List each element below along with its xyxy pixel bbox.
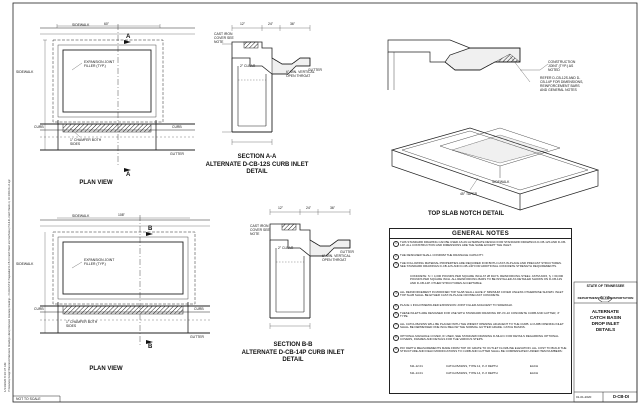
construction-joint-label: CONSTRUCTION JOINT (TYP.) AS NOTED — [548, 60, 576, 72]
dim-108: 108" — [118, 213, 125, 217]
note-3-materials: CONCRETE: f'c = 4,000 POUNDS PER SQUARE … — [410, 274, 564, 285]
section-a-subtitle: ALTERNATE D-CB-12S CURB INLET — [205, 162, 309, 168]
taper-label: 45° TAPER — [460, 192, 478, 196]
curb-label-bottom: CURB — [34, 307, 44, 311]
dim-36-a: 36" — [290, 22, 295, 26]
tdot-logo-icon — [597, 289, 613, 303]
sidewalk-left-label-bottom: SIDEWALK — [16, 262, 34, 266]
dim-24-b: 24" — [306, 206, 311, 210]
drawing-date: 01-01-2020 — [576, 395, 592, 399]
cast-iron-cover-label-b: CAST IRON COVER SEE NOTE — [250, 224, 270, 236]
section-b-subtitle-detail: DETAIL — [282, 357, 304, 363]
drawing-title-line1: ALTERNATE — [591, 309, 620, 314]
pay-item-2-desc: CATCH BASINS, TYPE 14, 0'-4' DEPTH — [446, 371, 498, 375]
section-arrow-a-top — [124, 40, 131, 44]
drawing-title-line3: DROP INLET — [591, 321, 620, 326]
section-a-subtitle-detail: DETAIL — [246, 169, 268, 175]
notch-section-drawing — [387, 39, 549, 90]
sidewalk-label-top: SIDEWALK — [72, 23, 90, 27]
sidewalk-label-notch: SIDEWALK — [492, 180, 510, 184]
section-arrow-a-bottom — [124, 168, 131, 172]
gutter-label-b: GUTTER — [340, 250, 354, 254]
reinforcing-label: REFER D-CB-12S AND D-CB-14P FOR DIMENSIO… — [540, 76, 584, 92]
section-marker-b-top: B — [148, 226, 153, 232]
dim-60: 60" — [104, 22, 109, 26]
sidewalk-left-label-top: SIDEWALK — [16, 70, 34, 74]
side-file-path: P:\Roadway Design\Standards\Standards Dr… — [8, 179, 11, 392]
chamfer-label-bottom: 1" CHAMFER BOTH SIDES — [66, 320, 98, 328]
throat-label-a: 6" MIN. VERTICAL OPEN THROAT — [286, 70, 315, 78]
drawing-title-line4: DETAILS — [595, 327, 616, 332]
notch-isometric-drawing — [390, 127, 600, 211]
section-marker-a-top: A — [126, 34, 131, 40]
plan-view-top-drawing — [40, 24, 195, 165]
pay-item-2-number: 611-14.01 — [410, 371, 423, 375]
pay-item-2-unit: EACH — [530, 371, 539, 375]
curb-right-label-top: CURB — [172, 125, 182, 129]
expansion-joint-label-top: EXPANSION JOINT FILLER (TYP.) — [84, 60, 115, 68]
section-a-title: SECTION A-A — [237, 154, 277, 160]
dim-12-b: 12" — [278, 206, 283, 210]
pay-item-1-unit: EACH — [530, 364, 539, 368]
section-b-drawing — [269, 209, 351, 329]
scale-note: NOT TO SCALE — [16, 397, 41, 401]
section-arrow-b-top — [146, 232, 153, 236]
expansion-joint-label-bottom: EXPANSION JOINT FILLER (TYP.) — [84, 258, 115, 266]
gutter-label-bottom: GUTTER — [190, 335, 204, 339]
section-marker-a-bottom: A — [126, 172, 131, 178]
dim-24-a: 24" — [268, 22, 273, 26]
drawing-title-line2: CATCH BASIN — [589, 315, 622, 320]
general-notes-title: GENERAL NOTES — [451, 230, 510, 237]
cast-iron-cover-label-a: CAST IRON COVER SEE NOTE — [214, 32, 234, 44]
dim-12-a: 12" — [240, 22, 245, 26]
clear-label-b: 2" CLEAR — [278, 246, 294, 250]
side-date-stamp: 1/14/2020 8:10:37 AM — [3, 362, 7, 392]
plan-view-title-top: PLAN VIEW — [79, 180, 113, 186]
pay-item-1-number: 611-12.01 — [410, 364, 423, 368]
notch-detail-title: TOP SLAB NOTCH DETAIL — [427, 211, 504, 217]
drawing-number: D-CB-DI — [612, 394, 630, 399]
pay-item-1-desc: CATCH BASINS, TYPE 12, 0'-4' DEPTH — [446, 364, 498, 368]
clear-label-a: 2" CLEAR — [240, 64, 256, 68]
chamfer-label-top: 1" CHAMFER BOTH SIDES — [70, 138, 102, 146]
dim-36-b: 36" — [330, 206, 335, 210]
curb-right-label-bottom: CURB — [194, 307, 204, 311]
plan-view-title-bottom: PLAN VIEW — [89, 366, 123, 372]
gutter-label-a: GUTTER — [308, 68, 322, 72]
section-b-subtitle: ALTERNATE D-CB-14P CURB INLET — [241, 350, 345, 356]
curb-label-top: CURB — [34, 125, 44, 129]
section-a-drawing — [222, 25, 311, 145]
plan-view-bottom-drawing — [40, 215, 210, 345]
section-marker-b-bottom: B — [148, 344, 153, 350]
sidewalk-label-bottom: SIDEWALK — [72, 214, 90, 218]
state-name: STATE OF TENNESSEE — [586, 284, 625, 288]
department-name: DEPARTMENT OF TRANSPORTATION — [577, 296, 634, 300]
title-block-lines — [573, 281, 638, 403]
throat-label-b: 6" MIN. VERTICAL OPEN THROAT — [322, 254, 351, 262]
section-arrow-b-bottom — [146, 340, 153, 344]
gutter-label-top: GUTTER — [170, 152, 184, 156]
section-b-title: SECTION B-B — [273, 342, 313, 348]
